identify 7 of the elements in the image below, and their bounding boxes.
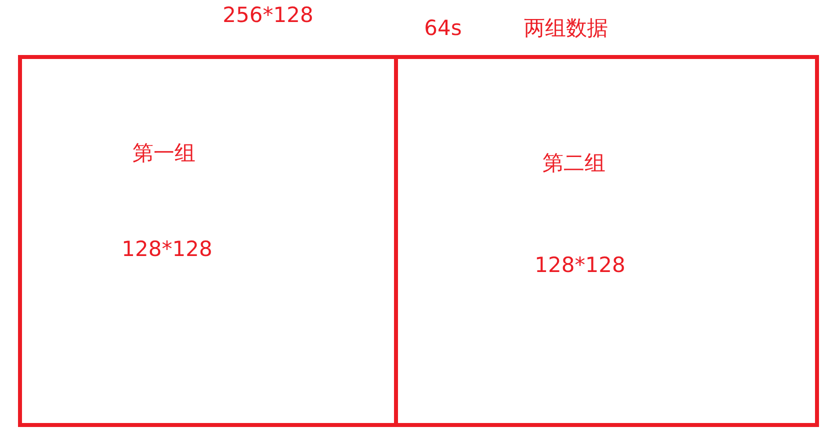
- group-title: 第一组: [132, 141, 196, 166]
- size-label: 128*128: [122, 237, 212, 262]
- size-label: 128*128: [534, 253, 626, 278]
- dimension-label: 256*128: [222, 3, 314, 28]
- note-label: 两组数据: [524, 16, 608, 42]
- duration-label: 64s: [424, 16, 462, 42]
- group-title: 第二组: [542, 151, 606, 176]
